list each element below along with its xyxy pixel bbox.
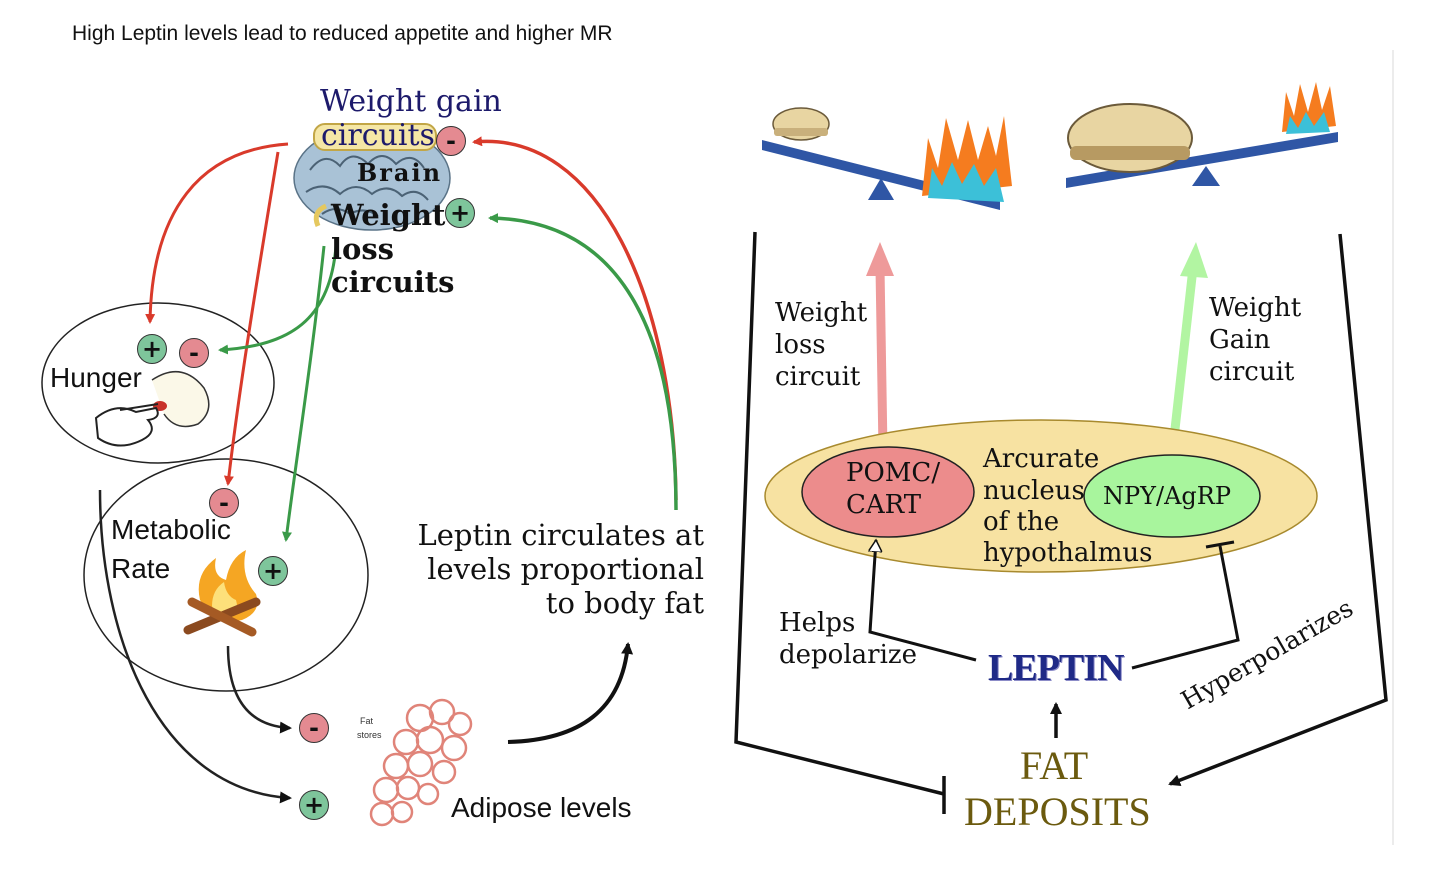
arcurate-label-2: nucleus bbox=[983, 476, 1085, 506]
red-arrow-gain-to-hunger bbox=[145, 142, 289, 324]
fat-label: FAT bbox=[1020, 743, 1089, 788]
arrow-adipose-to-leptin bbox=[507, 642, 634, 744]
brain-icon bbox=[293, 125, 451, 231]
flames-icon bbox=[922, 116, 1012, 202]
npy-label: NPY/AgRP bbox=[1103, 482, 1231, 510]
green-arrow-loss-to-metabolic bbox=[282, 245, 326, 542]
weight-loss-circuit-line-1: Weight bbox=[775, 298, 868, 328]
minus-sign: - bbox=[179, 338, 209, 368]
minus-sign: - bbox=[436, 126, 466, 156]
fat-stores-label-1: Fat bbox=[360, 716, 374, 726]
deposits-label: DEPOSITS bbox=[964, 789, 1151, 834]
helps-depolarize-line-1: Helps bbox=[779, 608, 856, 638]
green-arrow-loss-to-hunger bbox=[218, 245, 338, 355]
metabolic-ellipse bbox=[83, 458, 369, 692]
plus-sign: + bbox=[299, 790, 329, 820]
fat-cells-icon bbox=[369, 698, 473, 827]
minus-sign: - bbox=[299, 713, 329, 743]
feedback-arrow-right bbox=[1168, 233, 1388, 786]
adipose-levels-label: Adipose levels bbox=[451, 792, 632, 823]
leptin-circulates-line-3: to body fat bbox=[545, 586, 704, 620]
plus-sign: + bbox=[137, 334, 167, 364]
weight-loss-label-2: loss bbox=[331, 232, 395, 266]
npy-ellipse bbox=[1083, 454, 1261, 538]
pomc-label-2: CART bbox=[846, 490, 922, 520]
arcurate-label-1: Arcurate bbox=[983, 444, 1100, 474]
weight-gain-circuit-line-3: circuit bbox=[1209, 357, 1295, 387]
leptin-label: LEPTIN bbox=[988, 647, 1124, 689]
fat-stores-label-2: stores bbox=[357, 730, 382, 740]
arrow-hunger-to-adipose bbox=[98, 489, 292, 804]
flames-icon bbox=[1282, 82, 1336, 134]
arcurate-label-4: hypothalmus bbox=[983, 538, 1153, 568]
green-arrow-head bbox=[1180, 242, 1208, 278]
weight-gain-circuit-line-2: Gain bbox=[1209, 325, 1271, 355]
circuits-label: circuits bbox=[321, 118, 435, 153]
pomc-label-1: POMC/ bbox=[846, 458, 941, 488]
leptin-circulates-line-1: Leptin circulates at bbox=[417, 518, 704, 552]
rate-label: Rate bbox=[111, 553, 171, 584]
green-arrow-shaft bbox=[1167, 267, 1198, 457]
pomc-ellipse bbox=[801, 446, 975, 538]
burger-icon bbox=[772, 107, 830, 141]
weight-loss-circuit-line-3: circuit bbox=[775, 362, 861, 392]
weight-loss-circuit-highlight bbox=[313, 203, 328, 227]
pink-arrow-shaft bbox=[875, 267, 888, 451]
green-arrow-leptin-to-loss bbox=[488, 213, 678, 511]
depolarize-arrow bbox=[870, 540, 977, 662]
weight-gain-label: Weight gain bbox=[320, 84, 502, 119]
metabolic-label: Metabolic bbox=[111, 514, 231, 545]
leptin-circulates-line-2: levels proportional bbox=[427, 552, 704, 586]
burger-icon bbox=[1067, 103, 1193, 173]
weight-loss-label-3: circuits bbox=[331, 265, 455, 299]
hunger-label: Hunger bbox=[50, 362, 142, 393]
plus-sign: + bbox=[445, 198, 475, 228]
helps-depolarize-line-2: depolarize bbox=[779, 640, 917, 670]
red-arrow-gain-to-metabolic bbox=[223, 151, 280, 486]
eating-face-icon bbox=[94, 370, 210, 447]
campfire-icon bbox=[183, 550, 261, 637]
plus-sign: + bbox=[258, 556, 288, 586]
hyperpolarize-line bbox=[1131, 545, 1240, 670]
weight-gain-circuit-line-1: Weight bbox=[1209, 293, 1302, 323]
weight-loss-label-1: Weight bbox=[331, 198, 446, 232]
page-title: High Leptin levels lead to reduced appet… bbox=[72, 22, 613, 45]
weight-loss-circuit-line-2: loss bbox=[775, 330, 826, 360]
arrow-metabolic-to-adipose bbox=[226, 645, 292, 734]
pink-arrow-head bbox=[866, 242, 894, 276]
feedback-line-left bbox=[734, 231, 945, 796]
hunger-ellipse bbox=[41, 302, 275, 464]
hyperpolarize-bar bbox=[1205, 540, 1235, 549]
minus-sign: - bbox=[209, 488, 239, 518]
seesaw-icon bbox=[1066, 132, 1338, 188]
arcurate-label-3: of the bbox=[983, 507, 1060, 537]
brain-label: Brain bbox=[357, 158, 443, 187]
